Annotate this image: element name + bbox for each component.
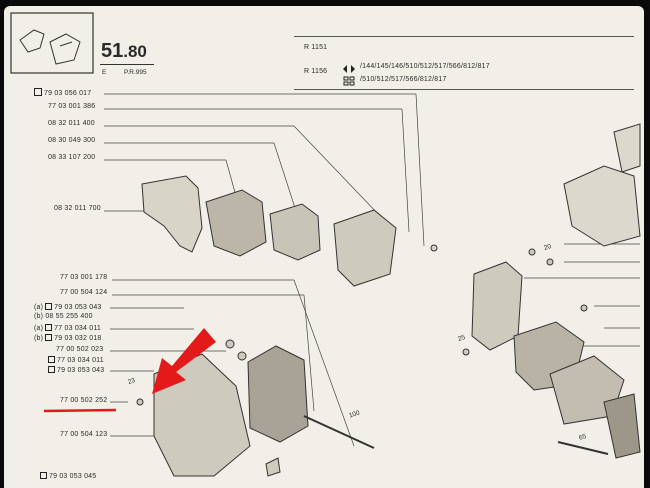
new-part-mark-icon: [45, 303, 53, 310]
new-part-mark-icon: [40, 472, 47, 479]
part-number: 79 03 053 043: [48, 366, 104, 374]
part-number: 79 03 056 017: [34, 88, 91, 97]
part-number: 08 33 107 200: [48, 154, 96, 161]
model-r1156: R 1156: [304, 68, 328, 75]
part-number: 08 32 011 700: [54, 205, 101, 212]
new-part-mark-icon: [48, 366, 55, 373]
codes-row-1: /144/145/146/510/512/517/566/812/817: [360, 63, 490, 70]
pr-code: P.R.995: [124, 69, 147, 76]
part-number: 77 00 504 124: [60, 289, 108, 296]
part-number: 08 32 011 400: [48, 120, 95, 127]
applicability-table: [294, 36, 634, 90]
red-arrow-icon: [152, 328, 216, 394]
part-number: 77 00 502 023: [56, 346, 104, 353]
part-number: 77 03 034 011: [48, 356, 104, 364]
new-part-mark-icon: [34, 88, 42, 96]
part-number: 77 03 001 178: [60, 274, 108, 281]
part-number: 79 03 053 045: [40, 472, 96, 480]
mount-parts-top: [141, 175, 438, 287]
part-number: (b) 08 55 255 400: [34, 313, 93, 320]
mount-parts-bottom: [136, 339, 375, 477]
part-number: (a)77 03 034 011: [34, 324, 102, 332]
part-number-highlighted: 77 00 502 252: [60, 397, 108, 404]
codes-row-2: /510/512/517/566/812/817: [360, 76, 447, 83]
section-thumbnail-icon: [10, 12, 94, 74]
part-number: (a)79 03 053 043: [34, 303, 102, 311]
mount-parts-right: [462, 248, 641, 459]
new-part-mark-icon: [45, 334, 53, 341]
red-underline: [43, 408, 117, 413]
new-part-mark-icon: [45, 324, 53, 331]
edition-mark: E: [102, 69, 107, 76]
header-rule: [100, 64, 154, 65]
section-number: 51.80: [101, 40, 147, 62]
part-number: (b)79 03 032 018: [34, 334, 102, 342]
gearbox-symbol-icon: [343, 65, 355, 73]
grid-symbol-icon: [343, 76, 355, 86]
part-number: 77 00 504 123: [60, 431, 108, 438]
new-part-mark-icon: [48, 356, 55, 363]
part-number: 08 30 049 300: [48, 137, 96, 144]
part-number: 77 03 001 386: [48, 103, 96, 110]
gearbox-illustration: [563, 123, 641, 247]
model-r1151: R 1151: [304, 44, 328, 51]
catalog-page: 51.80 E P.R.995 R 1151 R 1156 /144/145/1…: [4, 6, 644, 488]
exploded-diagram: [43, 93, 641, 477]
